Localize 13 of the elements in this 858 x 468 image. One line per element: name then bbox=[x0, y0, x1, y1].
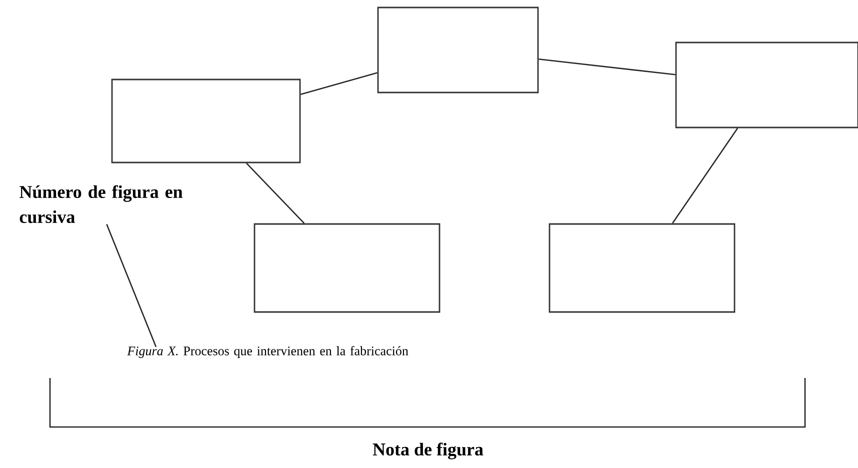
connector-line bbox=[246, 162, 305, 224]
leader-line bbox=[106, 224, 157, 348]
connector-line bbox=[538, 58, 676, 76]
annotation-text: Número de figura en cursiva bbox=[20, 185, 183, 224]
connector-line bbox=[672, 128, 738, 224]
empty-box bbox=[377, 6, 539, 94]
empty-box bbox=[675, 42, 858, 128]
bracket-label: Nota de figura bbox=[372, 442, 484, 460]
empty-box bbox=[548, 223, 736, 313]
empty-box bbox=[111, 78, 301, 164]
empty-box bbox=[254, 223, 440, 313]
connector-line bbox=[300, 72, 378, 95]
caption-text: Figura X. Procesos que intervienen en la fabricación bbox=[127, 346, 408, 358]
